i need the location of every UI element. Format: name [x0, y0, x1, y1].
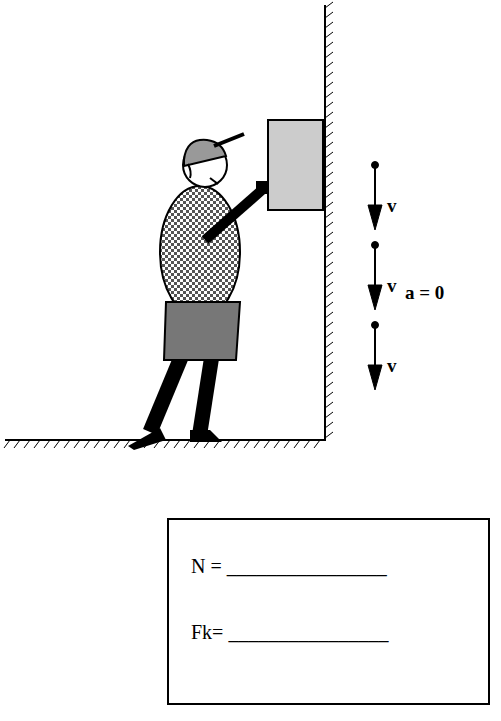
- block: [268, 120, 323, 210]
- velocity-label: v: [387, 276, 397, 297]
- wall: [325, 2, 333, 440]
- answer-line: Fk= ________________: [191, 620, 388, 644]
- velocity-label: v: [387, 356, 397, 377]
- velocity-arrows: [368, 162, 382, 391]
- answer-box: N = ________________ Fk= ________________: [167, 518, 490, 705]
- velocity-label: v: [387, 196, 397, 217]
- floor: [4, 440, 326, 448]
- person: [128, 134, 268, 450]
- acceleration-label: a = 0: [405, 283, 444, 304]
- answer-line: N = ________________: [191, 554, 387, 578]
